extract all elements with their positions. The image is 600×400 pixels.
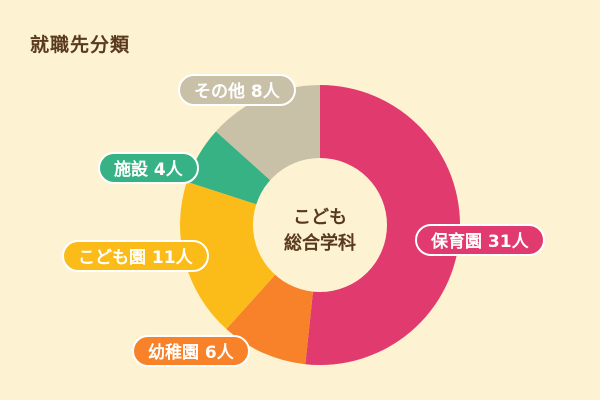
slice-label-kodomoen: こども園 11人: [62, 240, 209, 272]
center-hole: [253, 158, 387, 292]
center-label: こども 総合学科: [255, 205, 385, 257]
slice-label-shisetsu: 施設 4人: [98, 152, 199, 184]
slice-label-sonota: その他 8人: [178, 74, 296, 106]
slice-label-hoikuen: 保育園 31人: [415, 224, 545, 256]
center-label-line1: こども: [293, 207, 347, 228]
slice-label-youchien: 幼稚園 6人: [132, 335, 250, 367]
chart-title: 就職先分類: [30, 34, 131, 56]
center-label-line2: 総合学科: [284, 233, 356, 254]
